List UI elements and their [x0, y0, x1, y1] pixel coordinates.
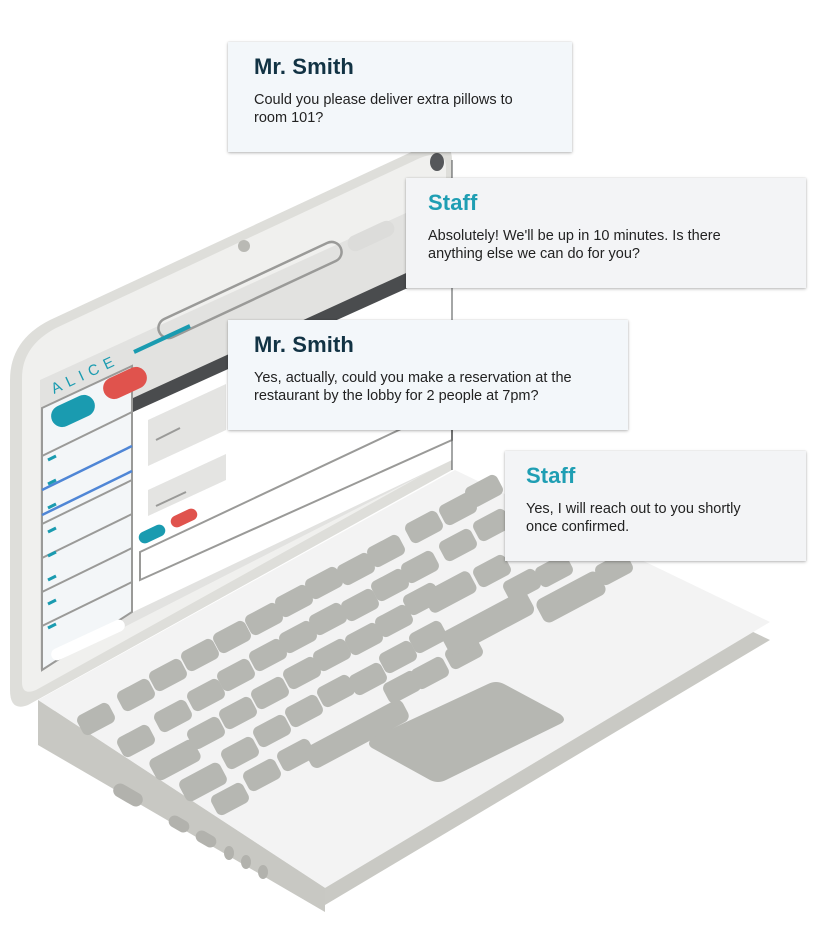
- sender-name: Mr. Smith: [254, 54, 354, 79]
- message-text: Absolutely! We'll be up in 10 minutes. I…: [428, 228, 721, 262]
- message-text: Could you please deliver extra pillows t…: [254, 92, 513, 126]
- chat-bubble-staff-1: Staff Absolutely! We'll be up in 10 minu…: [406, 178, 806, 288]
- sender-name: Staff: [526, 463, 576, 488]
- sender-name: Mr. Smith: [254, 332, 354, 357]
- chat-bubble-staff-2: Staff Yes, I will reach out to you short…: [505, 451, 806, 561]
- trackpad: [369, 682, 564, 782]
- chat-bubble-guest-1: Mr. Smith Could you please deliver extra…: [228, 42, 572, 152]
- message-text: Yes, I will reach out to you shortly onc…: [526, 501, 741, 535]
- keyboard: [77, 474, 633, 816]
- chat-bubble-guest-2: Mr. Smith Yes, actually, could you make …: [228, 320, 628, 430]
- sender-name: Staff: [428, 190, 478, 215]
- message-text: Yes, actually, could you make a reservat…: [254, 370, 572, 404]
